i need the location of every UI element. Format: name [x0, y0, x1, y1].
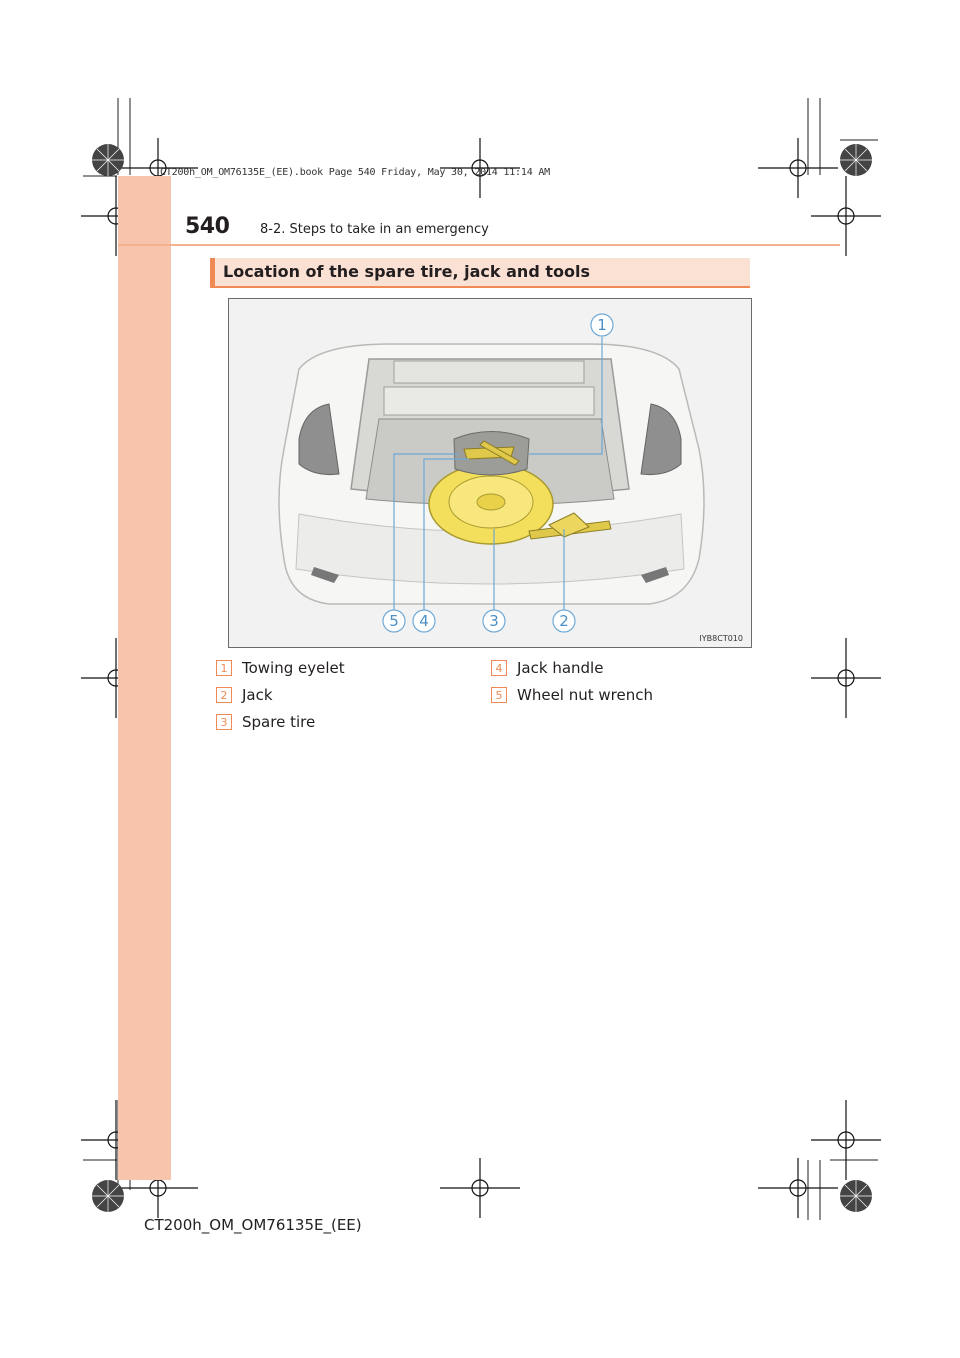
- callout-1-circle: [590, 313, 614, 337]
- legend-number: 1: [216, 660, 232, 676]
- legend-label: Jack: [242, 686, 273, 704]
- legend-number: 3: [216, 714, 232, 730]
- legend-label: Wheel nut wrench: [517, 686, 653, 704]
- chapter-side-strip: [118, 176, 171, 1180]
- spare-tire-hub: [476, 493, 506, 511]
- callout-3-circle: [482, 609, 506, 633]
- header-rule: [118, 244, 840, 246]
- book-stamp: CT200h_OM_OM76135E_(EE).book Page 540 Fr…: [160, 167, 550, 178]
- deck-board-upper: [393, 360, 585, 384]
- legend-label: Jack handle: [517, 659, 604, 677]
- legend-label: Spare tire: [242, 713, 316, 731]
- deck-board-lower: [383, 386, 595, 416]
- trunk-illustration: 1 5 4 3 2 IYB8CT010: [228, 298, 752, 648]
- callout-3: 3: [489, 612, 499, 630]
- right-tail-light: [640, 403, 682, 475]
- wheel-nut-wrench-part: [479, 440, 520, 466]
- figure-code: IYB8CT010: [699, 634, 743, 643]
- section-heading-bar: [210, 258, 750, 288]
- callout-5: 5: [389, 612, 399, 630]
- page-number: 540: [185, 214, 230, 239]
- chapter-title: 8-2. Steps to take in an emergency: [260, 222, 489, 237]
- callout-5-circle: [382, 609, 406, 633]
- legend-label: Towing eyelet: [242, 659, 345, 677]
- leader-lines: [393, 337, 603, 617]
- callout-1: 1: [597, 316, 607, 334]
- callout-4: 4: [419, 612, 429, 630]
- callout-4-circle: [412, 609, 436, 633]
- callout-2: 2: [559, 612, 569, 630]
- section-title: Location of the spare tire, jack and too…: [223, 262, 590, 281]
- right-reflector: [641, 567, 669, 583]
- left-reflector: [311, 567, 339, 583]
- legend-number: 5: [491, 687, 507, 703]
- callout-2-circle: [552, 609, 576, 633]
- trunk-illustration-svg: 1 5 4 3 2 IYB8CT010: [278, 313, 743, 643]
- jack-scissor: [548, 512, 590, 538]
- legend-number: 4: [491, 660, 507, 676]
- left-tail-light: [298, 403, 340, 475]
- legend-number: 2: [216, 687, 232, 703]
- document-code: CT200h_OM_OM76135E_(EE): [144, 1216, 362, 1234]
